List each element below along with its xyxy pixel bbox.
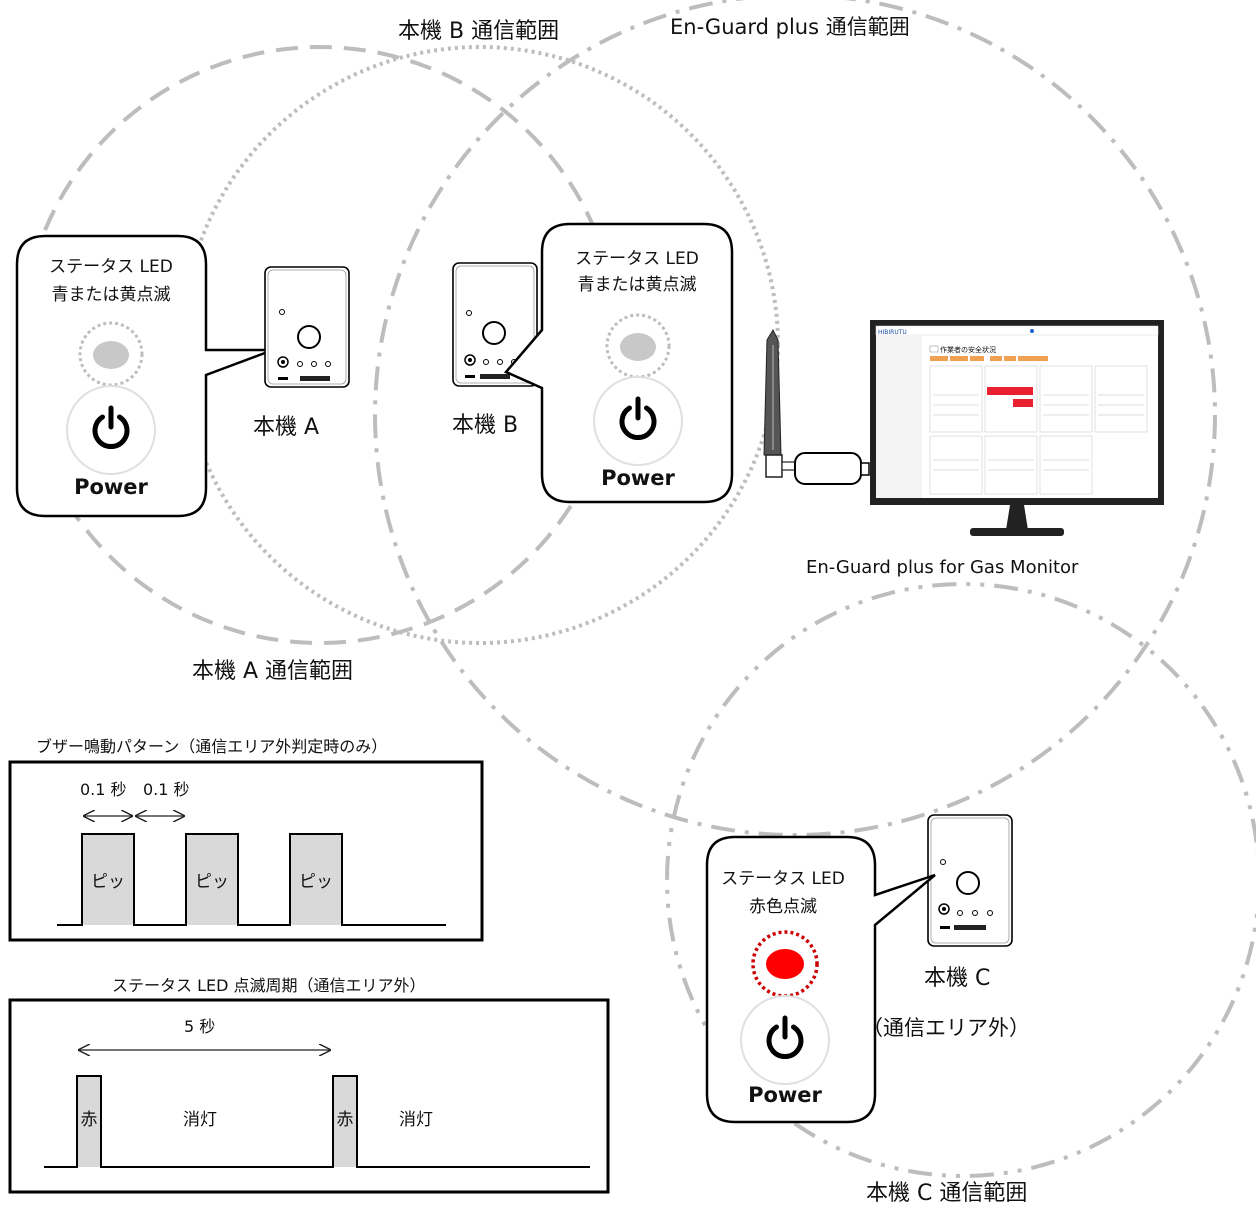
led-off-label-1: 消灯 bbox=[183, 1110, 217, 1130]
led-cycle-box bbox=[8, 998, 610, 1194]
led-on-label-1: 赤 bbox=[81, 1110, 98, 1130]
svg-text:HIBIRUTU: HIBIRUTU bbox=[878, 329, 907, 336]
enguard-range-label: En-Guard plus 通信範囲 bbox=[670, 15, 910, 39]
callout-b-line1: ステータス LED bbox=[575, 249, 699, 269]
monitor-screen-title: 作業者の安全状況 bbox=[940, 345, 996, 354]
buzzer-pattern-box bbox=[8, 760, 484, 942]
device-a bbox=[264, 266, 350, 388]
monitor-caption: En-Guard plus for Gas Monitor bbox=[806, 557, 1079, 578]
device-c-label: 本機 C bbox=[924, 966, 990, 991]
device-c-range-label: 本機 C 通信範囲 bbox=[866, 1181, 1027, 1206]
usb-antenna-icon bbox=[763, 328, 870, 485]
led-cycle-period: 5 秒 bbox=[184, 1017, 215, 1036]
device-b-label: 本機 B bbox=[452, 413, 518, 438]
device-a-range-label: 本機 A 通信範囲 bbox=[192, 659, 353, 684]
buzzer-interval-2: 0.1 秒 bbox=[143, 780, 190, 799]
buzzer-interval-1: 0.1 秒 bbox=[80, 780, 127, 799]
power-ring-c bbox=[740, 995, 830, 1085]
buzzer-pulse-label-1: ピッ bbox=[91, 872, 125, 892]
callout-c-power-label: Power bbox=[748, 1083, 822, 1107]
buzzer-pulse-label-3: ピッ bbox=[299, 872, 333, 892]
led-off-label-2: 消灯 bbox=[399, 1110, 433, 1130]
device-c bbox=[927, 814, 1013, 947]
buzzer-pattern-title: ブザー鳴動パターン（通信エリア外判定時のみ） bbox=[36, 737, 387, 756]
device-a-label: 本機 A bbox=[253, 415, 319, 440]
led-a bbox=[93, 341, 129, 369]
callout-c-line2: 赤色点滅 bbox=[749, 897, 817, 917]
callout-a-line1: ステータス LED bbox=[49, 257, 173, 277]
led-on-label-2: 赤 bbox=[337, 1110, 354, 1130]
callout-b: ステータス LED 青または黄点滅 Power bbox=[503, 222, 734, 504]
power-icon-b bbox=[619, 396, 657, 440]
enguard-range-circle bbox=[373, 0, 1217, 837]
power-ring-b bbox=[593, 376, 683, 466]
callout-a-power-label: Power bbox=[74, 475, 148, 499]
callout-c: ステータス LED 赤色点滅 Power bbox=[705, 835, 936, 1124]
callout-b-line2: 青または黄点滅 bbox=[578, 275, 697, 295]
led-c bbox=[766, 949, 804, 979]
device-b bbox=[452, 262, 538, 387]
led-b bbox=[620, 333, 656, 361]
device-b-range-label: 本機 B 通信範囲 bbox=[398, 19, 559, 44]
callout-b-power-label: Power bbox=[601, 466, 675, 490]
callout-a-line2: 青または黄点滅 bbox=[52, 285, 171, 305]
device-c-note: （通信エリア外） bbox=[862, 1016, 1030, 1040]
monitor: HIBIRUTU 作業者の安全状況 bbox=[870, 320, 1164, 536]
callout-a: ステータス LED 青または黄点滅 Power bbox=[15, 234, 274, 518]
led-cycle-title: ステータス LED 点滅周期（通信エリア外） bbox=[112, 976, 426, 995]
power-ring-a bbox=[66, 385, 156, 475]
power-icon-a bbox=[92, 405, 130, 449]
power-icon-c bbox=[766, 1015, 804, 1059]
callout-c-line1: ステータス LED bbox=[721, 869, 845, 889]
buzzer-pulse-label-2: ピッ bbox=[195, 872, 229, 892]
